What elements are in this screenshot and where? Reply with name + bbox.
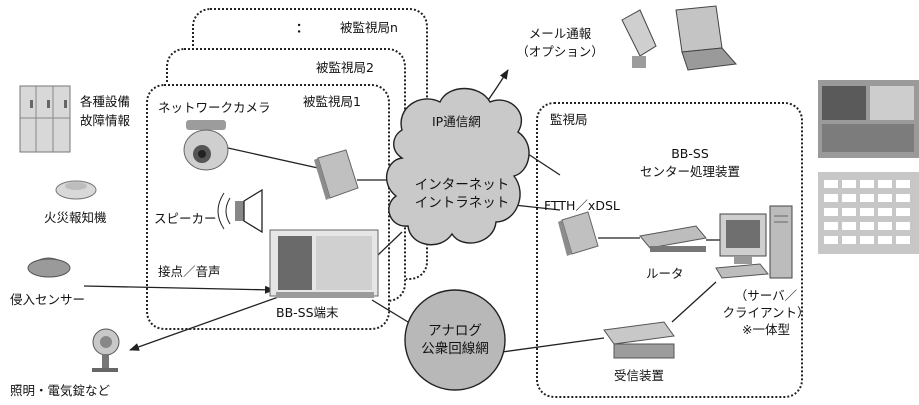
- intrusion-sensor-icon: [27, 257, 71, 278]
- mail-notification-line1: メール通報: [528, 26, 592, 41]
- dots-label: ：: [296, 20, 309, 35]
- fire-alarm-label: 火災報知機: [44, 210, 107, 225]
- analog-label: アナログ: [428, 323, 482, 339]
- bbss-terminal-label: BB-SS端末: [276, 305, 339, 320]
- center-processor-line1: BB-SS: [671, 146, 709, 161]
- terminal-to-analog-line: [371, 299, 409, 323]
- remote-station-1-label: 被監視局1: [303, 94, 361, 109]
- center-processor-line2: センター処理装置: [639, 164, 740, 179]
- lighting-label: 照明・電気錠など: [10, 383, 111, 398]
- bbss-terminal-icon: [269, 229, 379, 298]
- receiver-device-icon: [603, 321, 675, 359]
- analog-network-circle: [404, 289, 506, 391]
- analog-to-receiver-line: [501, 337, 605, 353]
- lighting-icon: [92, 328, 120, 372]
- equipment-fault-label-line1: 各種設備: [80, 94, 131, 109]
- remote-station-2-label: 被監視局2: [316, 60, 374, 75]
- ip-network-label: IP通信網: [432, 114, 481, 129]
- network-camera-label: ネットワークカメラ: [158, 100, 271, 115]
- mail-notification-line2: （オプション）: [516, 44, 604, 59]
- center-pc-icon: [715, 205, 793, 279]
- public-line-label: 公衆回線網: [421, 341, 489, 357]
- terminal-to-lighting-arrow: [129, 289, 299, 351]
- monitor-screen-thumbnail-1: [818, 80, 919, 158]
- ftth-xdsl-label: FTTH／xDSL: [544, 198, 620, 213]
- server-client-label: （サーバ／ クライアント） ※一体型: [716, 288, 816, 337]
- internet-intranet-label: インターネット イントラネット: [402, 178, 522, 211]
- camera-to-hub-line: [227, 147, 319, 169]
- connection-lines: [83, 69, 720, 353]
- internet-label: インターネット: [414, 177, 510, 193]
- remote-network-unit-icon: [314, 149, 359, 200]
- intranet-label: イントラネット: [414, 195, 510, 211]
- fire-alarm-icon: [55, 180, 97, 200]
- equipment-cabinet-icon: [19, 85, 71, 153]
- laptop-icon: [675, 5, 737, 71]
- monitor-screen-thumbnail-2: [818, 172, 919, 254]
- receiver-label: 受信装置: [614, 368, 665, 383]
- network-camera-icon: [183, 120, 229, 171]
- terminal-to-cloud-line: [377, 231, 403, 256]
- ftth-modem-icon: [558, 211, 599, 256]
- sensor-to-terminal-arrow: [83, 285, 275, 294]
- speaker-icon: [217, 188, 263, 234]
- cloud-to-ftth-line: [513, 204, 561, 211]
- equipment-fault-label: 各種設備 故障情報: [80, 94, 130, 128]
- speaker-label: スピーカー: [154, 211, 217, 226]
- contact-voice-label: 接点／音声: [158, 264, 221, 279]
- server-client-line2: クライアント）: [722, 305, 810, 320]
- receiver-to-pc-line: [671, 281, 717, 323]
- center-processor-label: BB-SS センター処理装置: [620, 146, 760, 179]
- router-label: ルータ: [646, 266, 684, 281]
- mail-notification-label: メール通報 （オプション）: [500, 26, 620, 59]
- intrusion-sensor-label: 侵入センサー: [10, 292, 86, 307]
- server-client-line1: （サーバ／: [734, 288, 798, 303]
- ip-network-cloud: [385, 87, 530, 246]
- mobile-phone-icon: [621, 9, 657, 68]
- monitoring-station-label: 監視局: [550, 112, 588, 127]
- analog-network-label: アナログ 公衆回線網: [405, 324, 505, 357]
- integrated-note: ※一体型: [742, 322, 790, 337]
- router-icon: [639, 225, 707, 252]
- remote-station-n-label: 被監視局n: [340, 20, 398, 35]
- equipment-fault-label-line2: 故障情報: [80, 113, 131, 128]
